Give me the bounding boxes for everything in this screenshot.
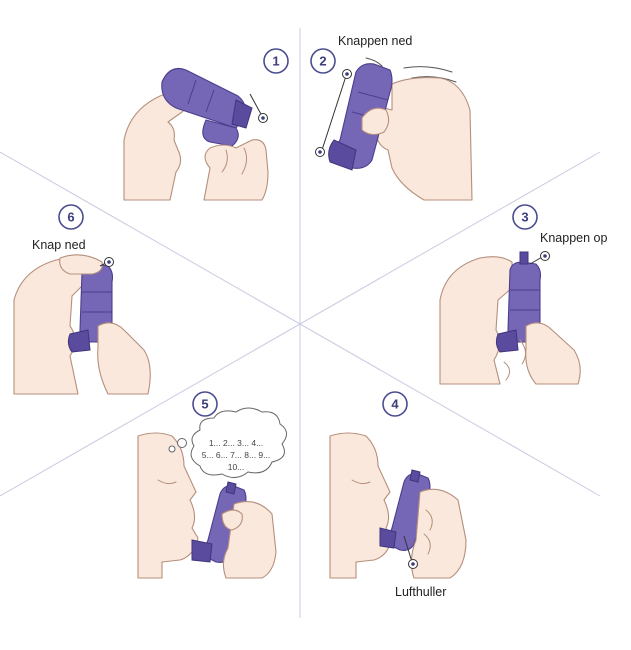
thumb-illustration xyxy=(221,509,243,531)
panel-step-2: Knappen ned 2 xyxy=(310,34,473,201)
step-1-number-badge xyxy=(263,48,289,74)
step-4-label: Lufthuller xyxy=(395,585,446,599)
face-eye-line xyxy=(157,479,177,485)
step-3-number: 3 xyxy=(521,210,528,225)
thumb-hand-illustration xyxy=(525,322,581,385)
pointer-dot-core-3 xyxy=(543,254,547,258)
hand-right-illustration xyxy=(203,139,269,201)
hand-holding-illustration xyxy=(439,256,513,385)
step-3-label: Knappen op xyxy=(540,231,607,245)
step-2-label: Knappen ned xyxy=(338,34,412,48)
inhaler-canister-button-illustration xyxy=(519,251,529,265)
panel-step-5: 1... 2... 3... 4... 5... 6... 7... 8... … xyxy=(137,391,287,579)
pointer-dot-core-6 xyxy=(107,260,111,264)
step-2-number-badge xyxy=(310,48,336,74)
face-profile-illustration xyxy=(329,432,393,579)
inhaler-mouthpiece-illustration xyxy=(191,539,213,563)
pointer-line-2 xyxy=(321,75,347,151)
thought-bubble-small xyxy=(168,445,176,453)
step-6-number-badge xyxy=(58,204,84,230)
panel-step-1: 1 xyxy=(122,48,289,202)
hand-right-fingers xyxy=(221,147,248,175)
inhaler-mouthpiece-illustration xyxy=(231,99,253,129)
inhaler-mouthpiece-illustration xyxy=(67,329,91,353)
step-6-number: 6 xyxy=(67,210,74,225)
panel-step-3: Knappen op 3 xyxy=(439,204,607,385)
finger-on-button-illustration xyxy=(59,254,103,275)
step-3-number-badge xyxy=(512,204,538,230)
thought-cloud xyxy=(190,407,287,478)
step-2-number: 2 xyxy=(319,54,326,69)
face-profile-illustration xyxy=(137,432,199,579)
inhaler-mouthpiece-illustration xyxy=(328,139,357,171)
pointer-dot-core-4 xyxy=(411,562,415,566)
hand-finger-lines xyxy=(503,339,526,381)
step-5-number: 5 xyxy=(201,397,208,412)
inhaler-ridges xyxy=(82,291,112,313)
thumb-hand-illustration xyxy=(97,322,151,395)
hand-holding-illustration xyxy=(410,488,467,579)
face-eye-line xyxy=(351,479,371,485)
panel-dividers xyxy=(0,28,601,618)
hand-holding-illustration xyxy=(13,258,85,395)
step-4-number-badge xyxy=(382,391,408,417)
thumb-illustration xyxy=(361,107,390,136)
pointer-dot-core-2b xyxy=(318,150,322,154)
inhaler-mouthpiece-illustration xyxy=(495,329,519,353)
inhaler-ridges xyxy=(510,289,540,311)
step-5-number-badge xyxy=(192,391,218,417)
divider-diagonal-b xyxy=(0,151,601,497)
step-4-number: 4 xyxy=(391,397,399,412)
inhaler-canister-illustration xyxy=(225,481,237,495)
step-6-label: Knap ned xyxy=(32,238,86,252)
inhaler-ridges xyxy=(187,79,215,113)
pointer-line-1 xyxy=(249,93,263,117)
inhaler-canister-illustration xyxy=(409,469,421,483)
step-1-number: 1 xyxy=(272,54,279,69)
count-line-2: 5... 6... 7... 8... 9... xyxy=(202,450,271,460)
shake-motion-lines xyxy=(395,66,457,174)
panel-step-4: Lufthuller 4 xyxy=(329,391,467,599)
hand-finger-lines xyxy=(423,509,433,555)
thought-bubble-medium xyxy=(177,438,187,448)
inhaler-mouthpiece-illustration xyxy=(379,527,397,549)
count-line-3: 10... xyxy=(228,462,245,472)
count-line-1: 1... 2... 3... 4... xyxy=(209,438,263,448)
panel-step-6: Knap ned 6 xyxy=(13,204,151,395)
pointer-line-4 xyxy=(403,535,413,563)
pointer-dot-core-2a xyxy=(345,72,349,76)
pointer-dot-core-1 xyxy=(261,116,265,120)
